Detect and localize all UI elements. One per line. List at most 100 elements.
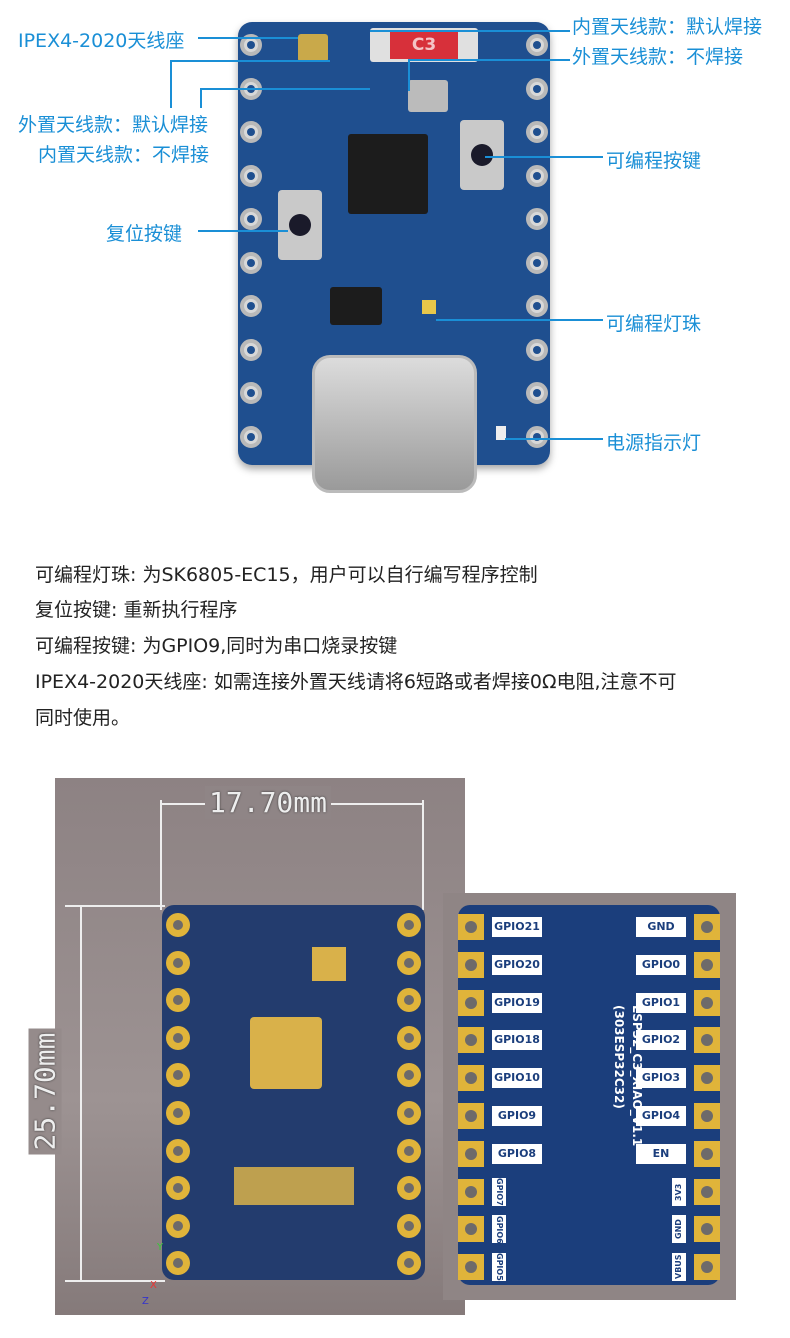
pinout-pad — [694, 989, 720, 1016]
dimension-line — [160, 800, 162, 910]
callout-line — [170, 60, 172, 108]
header-pin — [526, 34, 548, 56]
layout-pad — [166, 950, 190, 975]
header-pin — [526, 121, 548, 143]
antenna-chip: C3 — [370, 28, 478, 62]
desc-line-3: 可编程按键: 为GPIO9,同时为串口烧录按键 — [35, 635, 398, 657]
header-pin — [240, 251, 262, 274]
pinout-pad — [694, 951, 720, 978]
callout-line — [485, 156, 603, 158]
header-pin — [240, 382, 262, 404]
layout-pad — [166, 1251, 190, 1276]
callout-external-default: 外置天线款：默认焊接 — [18, 114, 209, 136]
pin-label-left: GPIO6 — [492, 1215, 506, 1244]
axis-x: X — [150, 1280, 157, 1291]
callout-line — [200, 88, 202, 108]
header-pin — [240, 208, 262, 230]
layout-pad — [166, 1176, 190, 1201]
usb-c-connector — [312, 355, 477, 493]
pinout-pad — [458, 1065, 484, 1092]
usb-footprint — [234, 1167, 354, 1205]
dimension-line — [80, 905, 82, 1280]
layout-pad — [397, 913, 421, 937]
regulator-chip — [330, 287, 382, 325]
pinout-pad — [458, 951, 484, 978]
layout-pad — [166, 1063, 190, 1088]
esp32-c3-chip — [348, 134, 428, 214]
desc-line-5: 同时使用。 — [35, 707, 131, 729]
layout-pad — [397, 1101, 421, 1125]
header-pin — [240, 164, 262, 187]
layout-pad — [166, 1025, 190, 1050]
pinout-pad — [694, 1103, 720, 1129]
dimension-line — [65, 1280, 165, 1282]
layout-pad — [397, 1138, 421, 1163]
callout-reset-button: 复位按键 — [106, 223, 183, 245]
callout-line — [505, 438, 603, 440]
desc-line-2: 复位按键: 重新执行程序 — [35, 599, 238, 621]
layout-pad — [166, 988, 190, 1013]
header-pin — [240, 34, 262, 56]
layout-pad — [166, 1138, 190, 1163]
pinout-pad — [458, 1103, 484, 1129]
layout-pad — [397, 1025, 421, 1050]
dimension-line — [422, 800, 424, 910]
program-button[interactable] — [460, 120, 504, 190]
axis-y: Y — [157, 1242, 164, 1253]
dimension-line — [65, 905, 165, 907]
header-pin — [240, 121, 262, 143]
pinout-pad — [694, 914, 720, 940]
layout-pad — [397, 1213, 421, 1238]
callout-line — [170, 60, 330, 62]
header-pin — [240, 295, 262, 317]
pcb-layout-top — [162, 905, 425, 1280]
rgb-led — [422, 300, 436, 314]
pinout-pad — [458, 1027, 484, 1054]
pin-label-left: GPIO5 — [492, 1253, 506, 1282]
header-pin — [240, 338, 262, 361]
desc-line-1: 可编程灯珠: 为SK6805-EC15，用户可以自行编写程序控制 — [35, 564, 538, 586]
pinout-pad — [694, 1254, 720, 1281]
callout-external-not: 外置天线款：不焊接 — [572, 46, 744, 68]
power-led — [496, 426, 506, 440]
pin-label-right: GPIO4 — [636, 1106, 686, 1126]
callout-line — [198, 37, 298, 39]
c3-marking: C3 — [390, 31, 458, 59]
reset-button[interactable] — [278, 190, 322, 260]
component-footprint — [312, 947, 346, 981]
header-pin — [526, 251, 548, 274]
callout-line — [436, 319, 603, 321]
pin-label-left: GPIO7 — [492, 1177, 506, 1206]
pin-label-left: GPIO18 — [492, 1030, 542, 1051]
callout-internal-not: 内置天线款：不焊接 — [38, 144, 210, 166]
layout-pad — [397, 1176, 421, 1201]
pin-label-right: VBUS — [672, 1253, 686, 1282]
pinout-pad — [694, 1178, 720, 1205]
header-pin — [526, 338, 548, 361]
callout-line — [200, 88, 370, 90]
callout-line — [408, 59, 570, 61]
pin-label-right: GPIO1 — [636, 992, 686, 1013]
crystal — [408, 80, 448, 112]
pin-label-right: GND — [672, 1215, 686, 1244]
chip-footprint — [250, 1017, 322, 1089]
pinout-pad — [458, 1140, 484, 1167]
header-pin — [526, 295, 548, 317]
pinout-pad — [694, 1065, 720, 1092]
callout-power-led: 电源指示灯 — [606, 432, 702, 454]
pinout-pad — [458, 1254, 484, 1281]
pin-label-right: EN — [636, 1143, 686, 1164]
header-pin — [526, 382, 548, 404]
axis-z: Z — [142, 1296, 149, 1307]
pin-label-right: GND — [636, 917, 686, 937]
pin-label-left: GPIO8 — [492, 1143, 542, 1164]
layout-pad — [397, 950, 421, 975]
pinout-pad — [694, 1140, 720, 1167]
layout-pad — [166, 1101, 190, 1125]
pin-label-left: GPIO9 — [492, 1106, 542, 1126]
callout-line — [370, 30, 570, 32]
layout-pad — [397, 988, 421, 1013]
width-dimension: 17.70mm — [205, 786, 332, 819]
layout-pad — [397, 1063, 421, 1088]
pin-label-left: GPIO19 — [492, 992, 542, 1013]
